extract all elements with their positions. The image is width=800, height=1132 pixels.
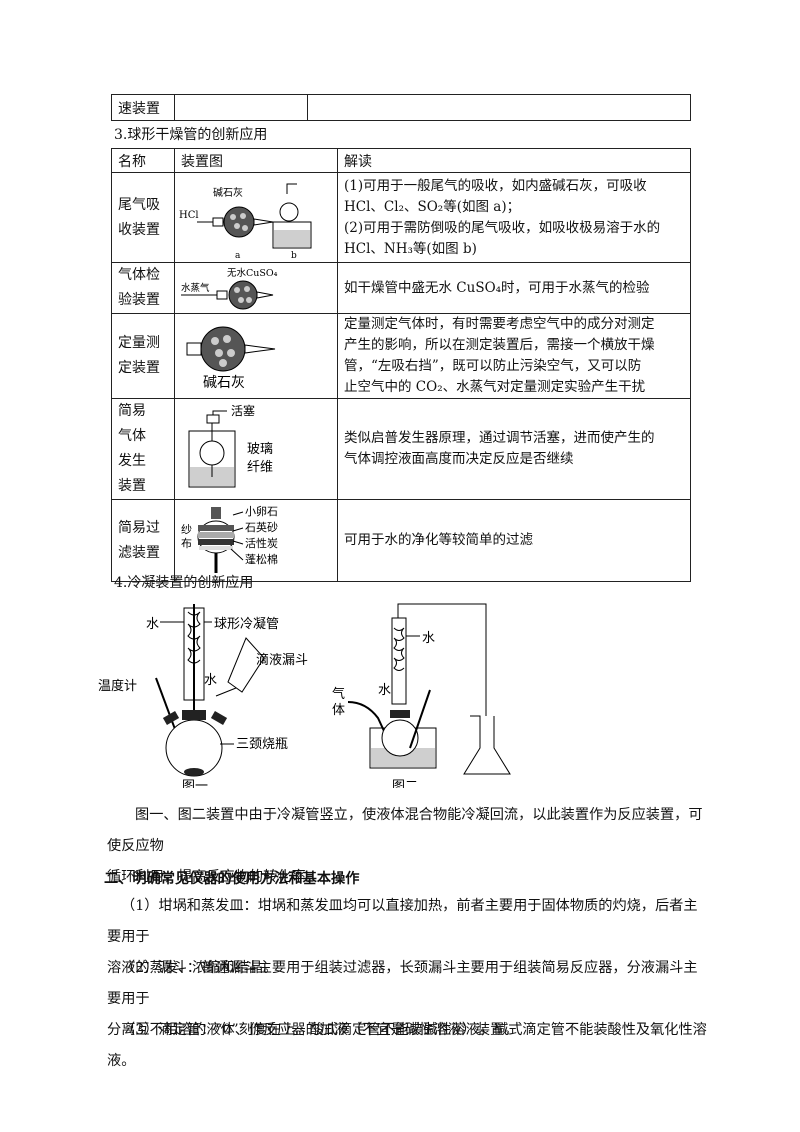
svg-text:水: 水 — [146, 617, 159, 632]
svg-text:蓬松棉: 蓬松棉 — [245, 552, 278, 566]
svg-text:a: a — [235, 251, 241, 261]
svg-text:水: 水 — [204, 673, 217, 688]
svg-text:水: 水 — [422, 631, 435, 646]
row-interp: 可用于水的净化等较简单的过滤 — [337, 499, 691, 582]
table-row: 气体检验装置 无水CuSO₄ 水蒸气 如干燥管中盛无水 CuSO₄时，可用于水蒸… — [111, 262, 691, 314]
table-header-row: 名称 装置图 解读 — [111, 148, 691, 173]
table-row: 简易气体 发生装置 活塞 玻璃 纤维 类似启普发生器原理，通过调节活塞，进而使产… — [111, 398, 691, 500]
gas-test-figure: 无水CuSO₄ 水蒸气 — [181, 267, 278, 310]
svg-text:图一: 图一 — [182, 779, 208, 788]
row-interp: 定量测定气体时，有时需要考虑空气中的成分对测定 产生的影响，所以在测定装置后，需… — [337, 313, 691, 399]
row-name: 定量测定装置 — [111, 313, 175, 399]
gas-generator-figure: 活塞 玻璃 纤维 — [188, 403, 273, 488]
svg-text:碱石灰: 碱石灰 — [203, 375, 245, 391]
svg-text:b: b — [291, 251, 297, 261]
svg-text:小卵石: 小卵石 — [245, 505, 278, 518]
svg-text:石英砂: 石英砂 — [245, 520, 278, 534]
svg-text:气: 气 — [332, 686, 345, 702]
svg-text:活性炭: 活性炭 — [245, 536, 278, 550]
svg-text:水蒸气: 水蒸气 — [181, 282, 210, 294]
reflux-figure-two: 水 水 气 体 图二 — [332, 603, 511, 788]
header-name: 名称 — [111, 148, 175, 173]
paragraph-1: 图一、图二装置中由于冷凝管竖立，使液体混合物能冷凝回流，以此装置作为反应装置，可… — [107, 807, 703, 885]
svg-text:玻璃: 玻璃 — [247, 442, 273, 457]
svg-text:三颈烧瓶: 三颈烧瓶 — [236, 737, 288, 752]
row-interp: 类似启普发生器原理，通过调节活塞，进而使产生的 气体调控液面高度而决定反应是否继… — [337, 398, 691, 500]
quantitative-figure: 碱石灰 — [186, 326, 276, 391]
header-interp: 解读 — [337, 148, 691, 173]
svg-text:温度计: 温度计 — [98, 678, 137, 694]
filter-figure: 纱 布 小卵石 石英砂 活性炭 蓬松棉 — [181, 505, 278, 573]
svg-text:图二: 图二 — [392, 779, 418, 788]
svg-text:无水CuSO₄: 无水CuSO₄ — [227, 267, 278, 279]
svg-text:纱: 纱 — [181, 523, 192, 536]
row-interp: 如干燥管中盛无水 CuSO₄时，可用于水蒸气的检验 — [337, 262, 691, 314]
reflux-figure-one: 水 球形冷凝管 滴液漏斗 水 温度计 三颈烧瓶 图一 — [98, 604, 308, 788]
paragraph-4: （3）滴定管：“0”刻度在上。酸式滴定管不能装碱性溶液，碱式滴定管不能装酸性及氧… — [107, 1022, 707, 1069]
svg-text:碱石灰: 碱石灰 — [213, 186, 243, 199]
svg-text:纤维: 纤维 — [247, 460, 273, 475]
svg-text:HCl: HCl — [179, 210, 199, 221]
section-3-title: 3.球形干燥管的创新应用 — [114, 127, 268, 143]
paragraph-2: （1）坩埚和蒸发皿：坩埚和蒸发皿均可以直接加热，前者主要用于固体物质的灼烧，后者… — [107, 898, 698, 976]
row-interp: (1)可用于一般尾气的吸收，如内盛碱石灰，可吸收 HCl、Cl₂、SO₂等(如图… — [337, 172, 691, 263]
svg-text:体: 体 — [332, 703, 345, 718]
row-name: 尾气吸收装置 — [111, 172, 175, 263]
row-name: 简易过滤装置 — [111, 499, 175, 582]
heading-2: 二、明确常见仪器的使用方法和基本操作 — [104, 871, 360, 887]
tail-gas-absorption-figure: 碱石灰 HCl a b — [179, 183, 312, 261]
drying-tube-table: 名称 装置图 解读 尾气吸收装置 碱石灰 HCl a b — [111, 148, 691, 582]
row-name: 速装置 — [111, 94, 175, 121]
table-row: 尾气吸收装置 碱石灰 HCl a b (1)可用于一般尾气的吸收，如内盛碱石 — [111, 172, 691, 263]
svg-text:水: 水 — [378, 683, 391, 698]
svg-text:滴液漏斗: 滴液漏斗 — [256, 652, 308, 668]
paragraph-3: （2）漏斗：普通漏斗主要用于组装过滤器，长颈漏斗主要用于组装简易反应器，分液漏斗… — [107, 960, 698, 1038]
svg-text:布: 布 — [181, 537, 192, 550]
header-figure: 装置图 — [174, 148, 338, 173]
table-row: 定量测定装置 碱石灰 定量测定气体时，有时需要考虑空气中的成分对测定 产生的影响… — [111, 313, 691, 399]
section-4-title: 4.冷凝装置的创新应用 — [114, 575, 254, 591]
row-name: 简易气体 发生装置 — [111, 398, 175, 500]
previous-table-fragment: 速装置 — [111, 94, 691, 121]
svg-text:活塞: 活塞 — [231, 403, 255, 418]
row-name: 气体检验装置 — [111, 262, 175, 314]
table-row: 简易过滤装置 纱 布 小卵石 石英砂 活性炭 蓬松棉 — [111, 499, 691, 582]
svg-text:球形冷凝管: 球形冷凝管 — [214, 616, 279, 632]
